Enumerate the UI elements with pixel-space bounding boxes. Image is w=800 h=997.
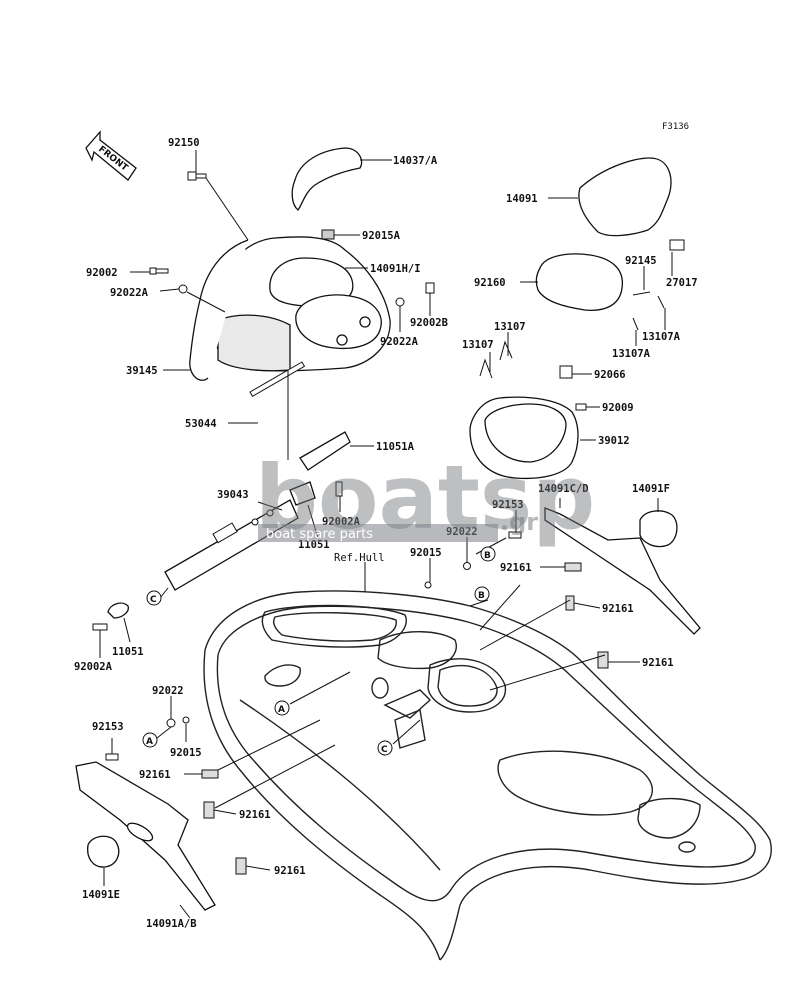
tag-92161-c — [597, 651, 609, 669]
label-92015a: 92015A — [362, 230, 401, 242]
label-92161-d: 92161 — [139, 769, 171, 781]
svg-text:C: C — [381, 745, 388, 755]
washer-92022a-right-icon — [395, 297, 405, 307]
label-13107-top: 13107 — [494, 321, 526, 333]
bracket-11051-lower — [107, 602, 129, 619]
label-27017: 27017 — [666, 277, 698, 289]
cap-14091f — [639, 510, 678, 548]
bolt-92153-top-icon — [508, 531, 522, 539]
figure-code: F3136 — [662, 122, 689, 132]
label-92002: 92002 — [86, 267, 118, 279]
pad-27017 — [669, 239, 685, 251]
watermark-suffix: .gr — [500, 508, 538, 536]
washer-92022a-icon — [178, 284, 188, 294]
label-11051-bottom: 11051 — [112, 646, 144, 658]
callout-a-hull: A — [274, 700, 290, 716]
label-13107a-bottom: 13107A — [612, 348, 651, 360]
label-53044: 53044 — [185, 418, 217, 430]
label-39145: 39145 — [126, 365, 158, 377]
bolt-92150-icon — [187, 171, 207, 181]
label-92153-bottom: 92153 — [92, 721, 124, 733]
label-92161-f: 92161 — [274, 865, 306, 877]
svg-text:B: B — [484, 551, 491, 561]
lid-14091 — [578, 157, 672, 237]
label-92160: 92160 — [474, 277, 506, 289]
label-14091e: 14091E — [82, 889, 120, 901]
nut-92015-bottom-icon — [182, 716, 190, 724]
label-92009: 92009 — [602, 402, 634, 414]
label-92145: 92145 — [625, 255, 657, 267]
svg-text:A: A — [278, 705, 285, 715]
side-panel-14091cd — [544, 507, 701, 635]
watermark-subtitle: boat spare parts — [266, 527, 373, 542]
handle-cover-14037a — [291, 147, 363, 211]
bracket-11051a — [299, 431, 351, 471]
label-92161-b: 92161 — [602, 603, 634, 615]
leader-lines — [99, 150, 673, 919]
rod-53044 — [249, 361, 306, 398]
cap-14091e — [87, 835, 120, 868]
label-92015-bottom: 92015 — [170, 747, 202, 759]
tag-92161-a — [564, 562, 582, 572]
label-13107-left: 13107 — [462, 339, 494, 351]
bolt-92002a-top-icon — [335, 481, 343, 497]
label-14091cd: 14091C/D — [538, 483, 589, 495]
pad-92160 — [535, 253, 623, 311]
label-14091: 14091 — [506, 193, 538, 205]
bolt-92002b-icon — [425, 282, 435, 294]
label-14091hi: 14091H/I — [370, 263, 421, 275]
svg-text:C: C — [150, 595, 157, 605]
watermark: boatsp .gr boat spare parts — [255, 446, 595, 549]
label-11051a: 11051A — [376, 441, 415, 453]
label-92161-c: 92161 — [642, 657, 674, 669]
callout-b-top: B — [480, 546, 496, 562]
tag-92161-f — [235, 857, 247, 875]
tag-92161-b — [565, 595, 575, 611]
label-14037a: 14037/A — [393, 155, 438, 167]
label-14091ab: 14091A/B — [146, 918, 197, 930]
plate-39043 — [164, 499, 299, 591]
label-92002a-bottom: 92002A — [74, 661, 113, 673]
nut-92015a-icon — [321, 229, 335, 240]
label-92150: 92150 — [168, 137, 200, 149]
clips-92145-icon — [632, 291, 665, 309]
bolt-92153-bottom-icon — [105, 753, 119, 761]
label-92161-a: 92161 — [500, 562, 532, 574]
bolt-92002a-bottom-icon — [92, 623, 108, 631]
bracket-11051 — [289, 481, 316, 506]
callout-b-hull: B — [474, 586, 490, 602]
tag-92161-d — [201, 769, 219, 779]
label-92002b: 92002B — [410, 317, 448, 329]
callout-a-bottom: A — [142, 732, 158, 748]
label-14091f: 14091F — [632, 483, 670, 495]
bolt-92002-icon — [149, 267, 169, 275]
nut-92015-mid-icon — [424, 581, 432, 589]
label-39012: 39012 — [598, 435, 630, 447]
washer-92022-mid-icon — [463, 562, 471, 570]
label-92161-e: 92161 — [239, 809, 271, 821]
label-ref-hull: Ref.Hull — [334, 552, 385, 564]
tag-92161-e — [203, 801, 215, 819]
label-92153-top: 92153 — [492, 499, 524, 511]
screw-92009-icon — [575, 403, 587, 411]
label-92022-bottom: 92022 — [152, 685, 184, 697]
front-arrow-icon: FRONT — [85, 130, 137, 181]
label-92022a-right: 92022A — [380, 336, 419, 348]
svg-text:B: B — [478, 591, 485, 601]
hull-outline — [203, 590, 772, 961]
svg-text:A: A — [146, 737, 153, 747]
washer-92022-bottom-icon — [166, 718, 176, 728]
gasket-39145 — [189, 239, 249, 381]
label-39043: 39043 — [217, 489, 249, 501]
grommet-92066-icon — [559, 365, 573, 379]
label-92022a-left: 92022A — [110, 287, 149, 299]
callout-c-hull: C — [377, 740, 393, 756]
callout-c-top: C — [146, 590, 162, 606]
label-92066: 92066 — [594, 369, 626, 381]
label-13107a-right: 13107A — [642, 331, 681, 343]
label-92015-mid: 92015 — [410, 547, 442, 559]
